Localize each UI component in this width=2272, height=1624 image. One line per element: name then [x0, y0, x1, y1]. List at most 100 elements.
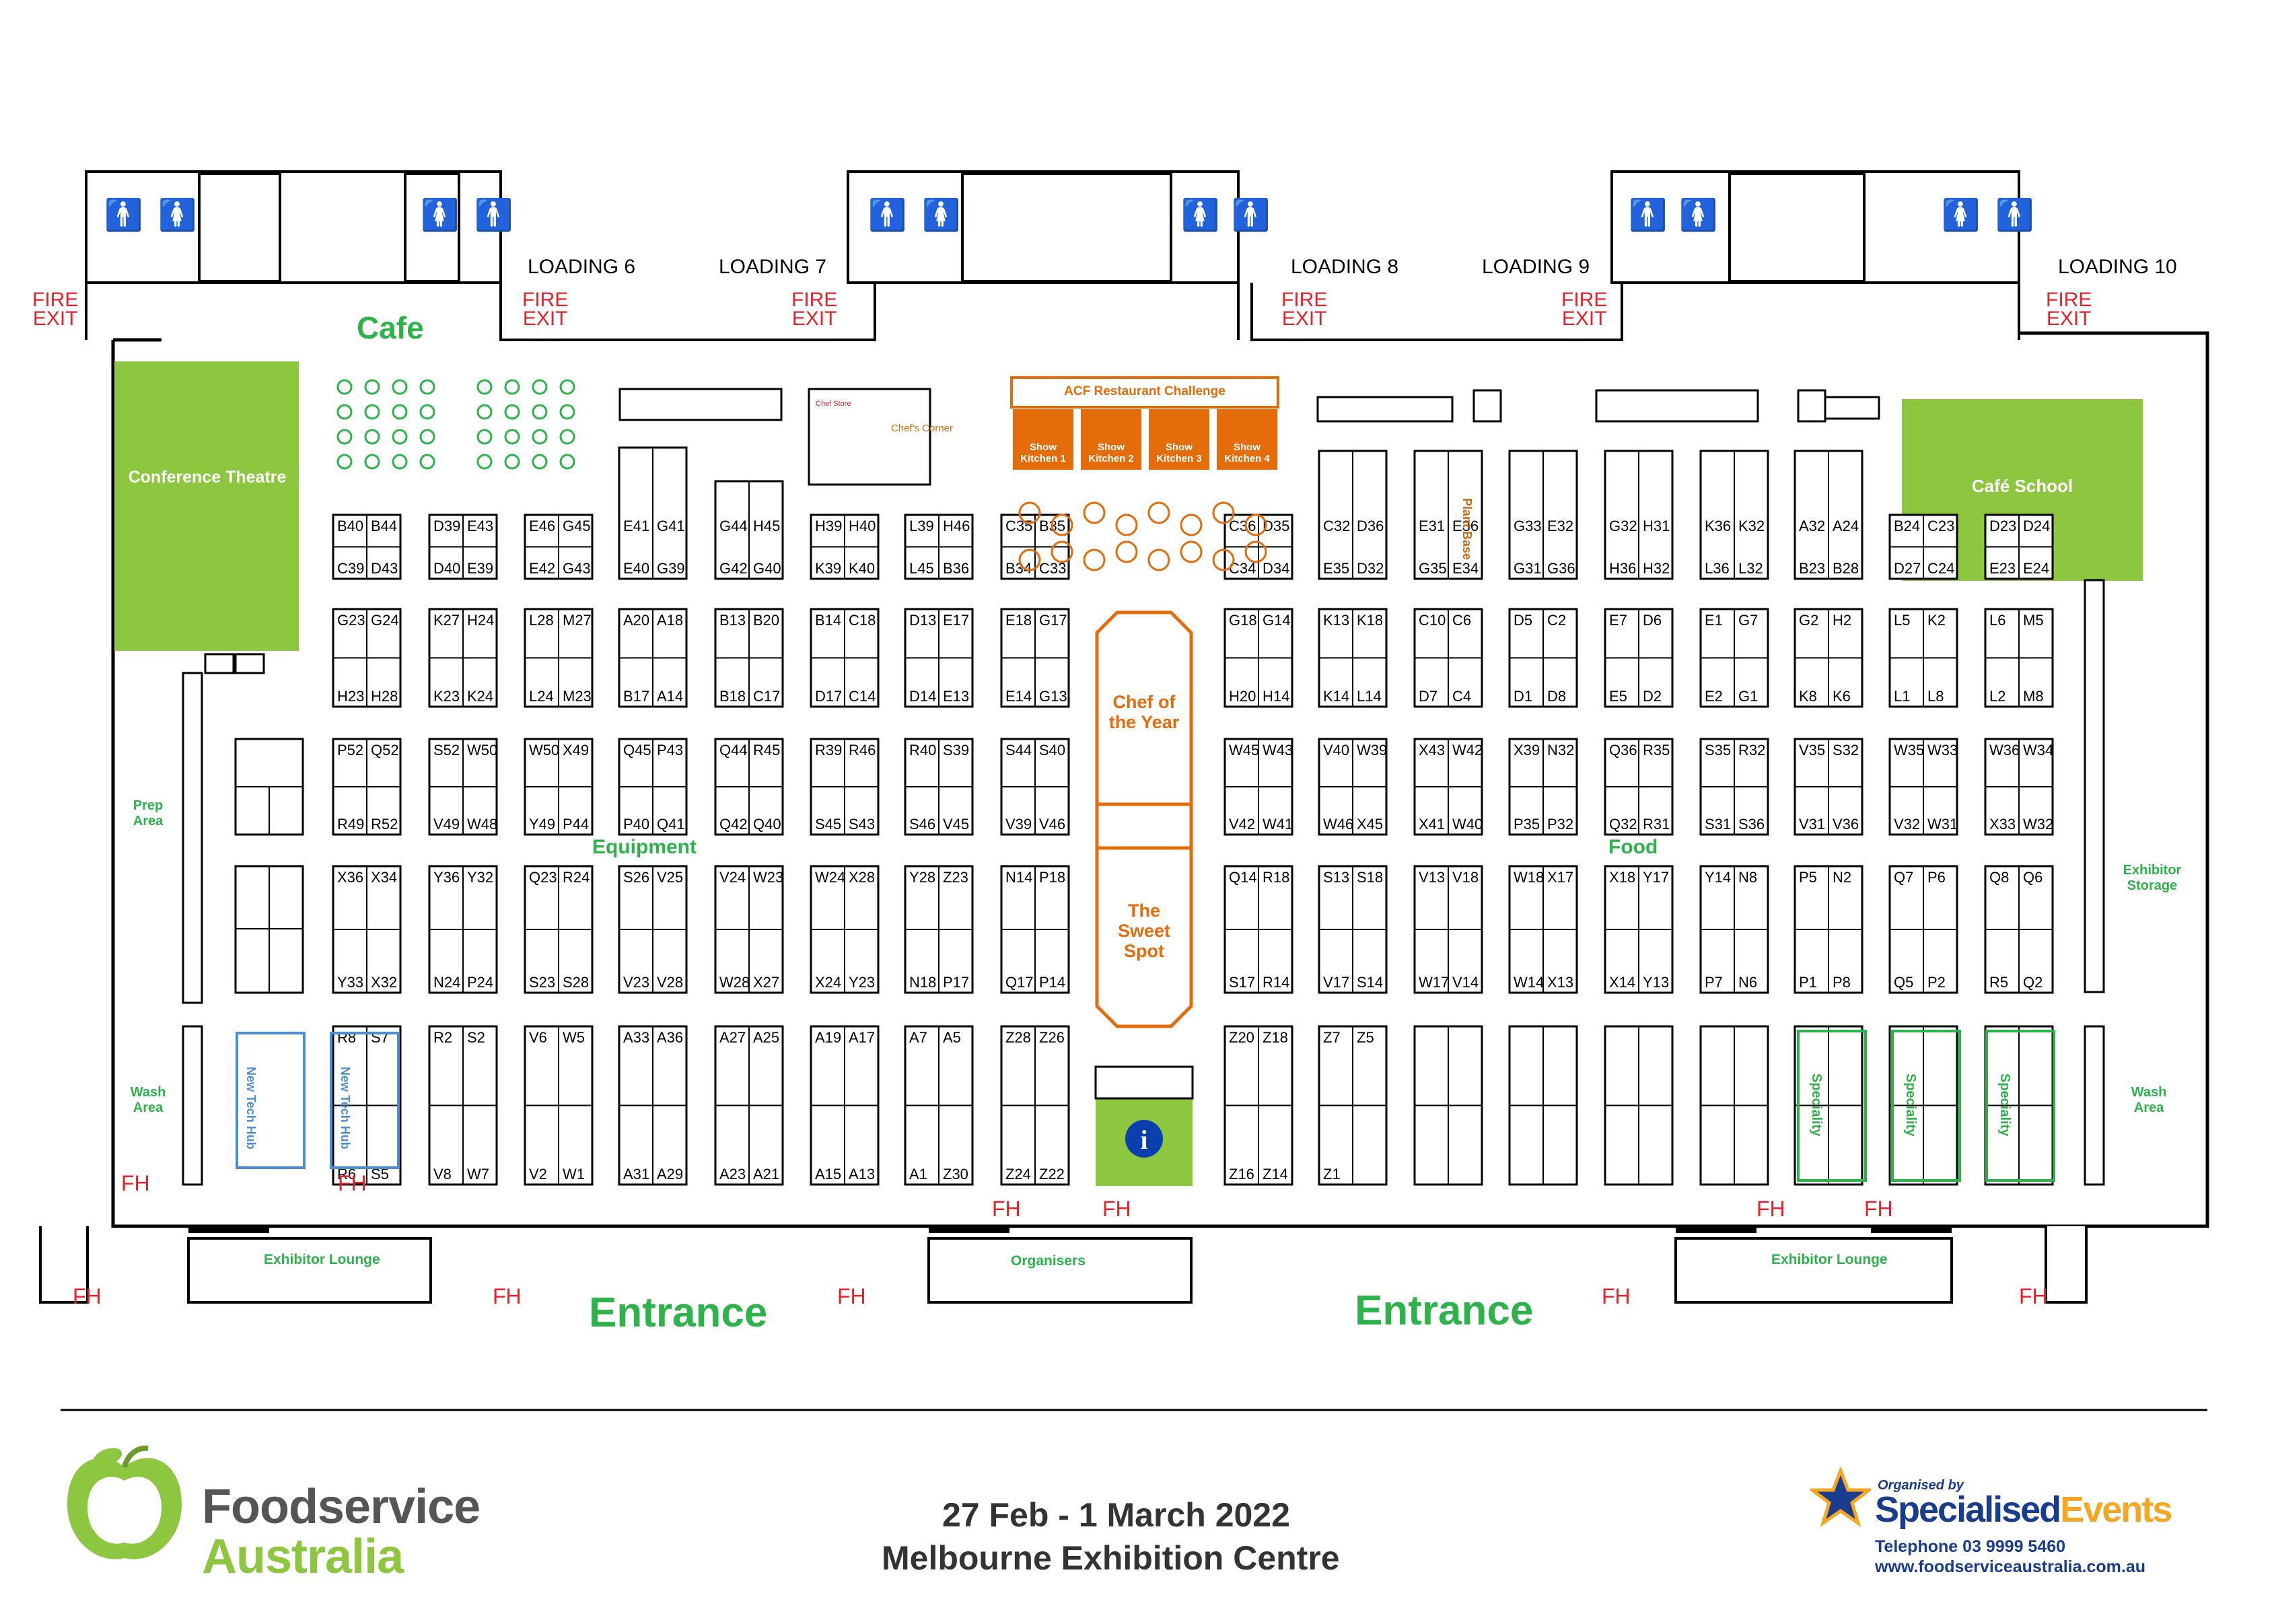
booth-code-label[interactable]: A27 — [719, 1029, 746, 1046]
booth-code-label[interactable]: Z16 — [1229, 1166, 1254, 1182]
booth-code-label[interactable]: Y36 — [433, 869, 460, 886]
booth-code-label[interactable]: M27 — [563, 612, 592, 629]
booth-code-label[interactable]: Y32 — [467, 869, 493, 886]
booth-code-label[interactable]: D2 — [1643, 688, 1662, 705]
booth-code-label[interactable]: D6 — [1643, 612, 1662, 629]
booth-code-label[interactable]: K18 — [1357, 612, 1383, 629]
booth-code-label[interactable]: S18 — [1357, 869, 1383, 886]
booth-code-label[interactable]: D32 — [1357, 560, 1384, 577]
booth-code-label[interactable]: Z14 — [1263, 1166, 1288, 1182]
booth-code-label[interactable]: L24 — [529, 688, 554, 705]
info-icon[interactable] — [1125, 1120, 1163, 1158]
booth-code-label[interactable]: Y28 — [909, 869, 935, 886]
booth-code-label[interactable]: N2 — [1833, 869, 1851, 886]
booth-code-label[interactable]: Y49 — [529, 816, 555, 833]
booth-code-label[interactable]: R32 — [1738, 742, 1765, 758]
booth-code-label[interactable]: R8 — [337, 1029, 356, 1046]
booth-code-label[interactable]: D13 — [909, 612, 936, 629]
booth-code-label[interactable]: Y14 — [1705, 869, 1731, 886]
booth-code-label[interactable]: W46 — [1323, 816, 1353, 833]
booth-code-label[interactable]: P52 — [337, 742, 363, 758]
booth-code-label[interactable]: E7 — [1609, 612, 1627, 629]
booth-code-label[interactable]: R39 — [815, 742, 842, 758]
booth-code-label[interactable]: S45 — [815, 816, 841, 833]
booth-code-label[interactable]: Q42 — [719, 816, 748, 833]
booth-code-label[interactable]: L1 — [1894, 688, 1910, 705]
booth-code-label[interactable]: G2 — [1799, 612, 1818, 629]
booth-code-label[interactable]: B18 — [719, 688, 746, 705]
booth-code-label[interactable]: B13 — [719, 612, 746, 629]
booth-code-label[interactable]: D7 — [1419, 688, 1437, 705]
booth-code-label[interactable]: P43 — [657, 742, 683, 758]
booth-code-label[interactable]: Z24 — [1005, 1166, 1031, 1182]
booth-code-label[interactable]: P6 — [1927, 869, 1946, 886]
booth-code-label[interactable]: R52 — [371, 816, 398, 833]
booth-code-label[interactable]: V45 — [943, 816, 969, 833]
booth-block[interactable] — [618, 388, 783, 421]
booth-code-label[interactable]: W5 — [563, 1029, 585, 1046]
booth-code-label[interactable]: E23 — [1989, 560, 2016, 577]
booth-code-label[interactable]: S43 — [849, 816, 875, 833]
booth-code-label[interactable]: S14 — [1357, 974, 1383, 991]
booth-code-label[interactable]: D5 — [1514, 612, 1532, 629]
booth-code-label[interactable]: D34 — [1263, 560, 1289, 577]
booth-code-label[interactable]: K13 — [1323, 612, 1349, 629]
booth-code-label[interactable]: B28 — [1833, 560, 1859, 577]
booth-code-label[interactable]: P32 — [1547, 816, 1573, 833]
booth-code-label[interactable]: Q7 — [1894, 869, 1913, 886]
booth-code-label[interactable]: C36 — [1229, 518, 1256, 534]
booth-code-label[interactable]: A20 — [623, 612, 649, 629]
booth-code-label[interactable]: K40 — [849, 560, 875, 577]
booth-code-label[interactable]: R24 — [563, 869, 590, 886]
booth-code-label[interactable]: D23 — [1989, 518, 2016, 534]
booth-code-label[interactable]: P44 — [563, 816, 589, 833]
booth-code-label[interactable]: X32 — [371, 974, 397, 991]
booth-code-label[interactable]: Z1 — [1323, 1166, 1341, 1182]
booth-code-label[interactable]: W36 — [1989, 742, 2020, 758]
booth-code-label[interactable]: Z22 — [1039, 1166, 1065, 1182]
booth-code-label[interactable]: V40 — [1323, 742, 1349, 758]
booth-code-label[interactable]: L32 — [1738, 560, 1763, 577]
booth-code-label[interactable]: D1 — [1514, 688, 1532, 705]
booth-code-label[interactable]: H28 — [371, 688, 398, 705]
booth-code-label[interactable]: K6 — [1833, 688, 1851, 705]
booth-code-label[interactable]: E32 — [1547, 518, 1573, 534]
booth-code-label[interactable]: X13 — [1547, 974, 1573, 991]
booth-code-label[interactable]: Q36 — [1609, 742, 1637, 758]
booth-code-label[interactable]: C32 — [1323, 518, 1350, 534]
booth-code-label[interactable]: S13 — [1323, 869, 1349, 886]
booth-code-label[interactable]: N18 — [909, 974, 936, 991]
booth-code-label[interactable]: W48 — [467, 816, 497, 833]
booth-code-label[interactable]: V8 — [433, 1166, 452, 1182]
booth-code-label[interactable]: V6 — [529, 1029, 547, 1046]
booth-code-label[interactable]: G40 — [753, 560, 781, 577]
booth-code-label[interactable]: X49 — [563, 742, 589, 758]
booth-code-label[interactable]: E46 — [529, 518, 555, 534]
booth-code-label[interactable]: R45 — [753, 742, 780, 758]
booth-code-label[interactable]: X28 — [849, 869, 875, 886]
booth-code-label[interactable]: V17 — [1323, 974, 1349, 991]
booth-code-label[interactable]: A15 — [815, 1166, 841, 1182]
booth-code-label[interactable]: A19 — [815, 1029, 841, 1046]
booth-code-label[interactable]: B34 — [1005, 560, 1032, 577]
booth-code-label[interactable]: X18 — [1609, 869, 1635, 886]
booth-code-label[interactable]: A17 — [849, 1029, 875, 1046]
booth-code-label[interactable]: B24 — [1894, 518, 1920, 534]
booth-code-label[interactable]: L2 — [1989, 688, 2005, 705]
booth-code-label[interactable]: P40 — [623, 816, 649, 833]
booth-code-label[interactable]: A5 — [943, 1029, 961, 1046]
booth-code-label[interactable]: H32 — [1643, 560, 1670, 577]
booth-code-label[interactable]: R31 — [1643, 816, 1670, 833]
booth-block[interactable] — [1472, 389, 1502, 423]
booth-code-label[interactable]: X14 — [1609, 974, 1635, 991]
booth-code-label[interactable]: E35 — [1323, 560, 1349, 577]
booth-code-label[interactable]: Y23 — [849, 974, 875, 991]
entrance-label[interactable]: Entrance — [589, 1290, 768, 1336]
booth-code-label[interactable]: C6 — [1452, 612, 1471, 629]
booth-code-label[interactable]: W43 — [1263, 742, 1293, 758]
booth-code-label[interactable]: S23 — [529, 974, 555, 991]
booth-code-label[interactable]: C23 — [1927, 518, 1954, 534]
booth-code-label[interactable]: G23 — [337, 612, 365, 629]
booth-code-label[interactable]: N6 — [1738, 974, 1757, 991]
booth-code-label[interactable]: W34 — [2023, 742, 2053, 758]
